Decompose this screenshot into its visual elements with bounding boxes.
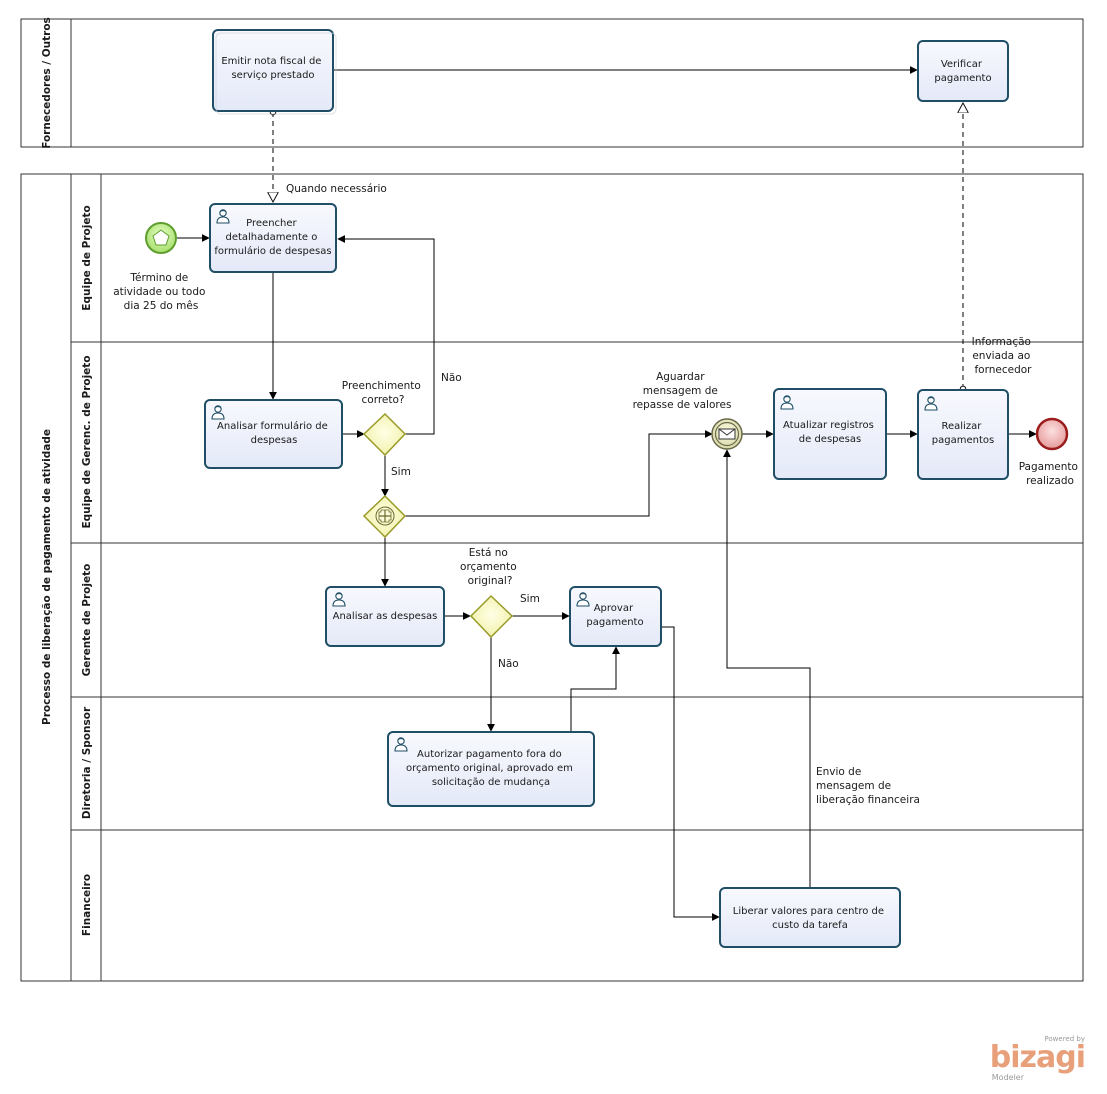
task-atualizar-registros[interactable]: Atualizar registros de despesas xyxy=(773,388,887,480)
flow-label-sim-2: Sim xyxy=(520,593,540,605)
gateway-orcamento-original[interactable] xyxy=(469,594,514,639)
task-analisar-formulario[interactable]: Analisar formulário de despesas xyxy=(204,399,343,469)
flow-label-nao-1: Não xyxy=(441,372,462,384)
task-autorizar-line3: solicitação de mudança xyxy=(432,777,550,788)
gateway-preenchimento-label: Preenchimento correto? xyxy=(342,380,424,406)
task-realizar-pagamentos[interactable]: Realizar pagamentos xyxy=(917,389,1009,480)
flow-parallel-message xyxy=(405,430,713,517)
svg-text:Realizar pagamentos: Realizar pagamentos xyxy=(932,421,994,446)
end-event[interactable] xyxy=(1035,417,1069,451)
task-atualizar-line1: Atualizar registros xyxy=(783,420,874,431)
flow-label-quando-necessario: Quando necessário xyxy=(286,183,387,195)
lane-financeiro: Financeiro xyxy=(81,874,93,936)
message-event-label: Aguardar mensagem de repasse de valores xyxy=(633,371,732,411)
svg-text:Preencher detalhadamente: Preencher detalhadamente o formulário de… xyxy=(214,218,331,257)
task-liberar-line1: Liberar valores para centro de xyxy=(733,906,884,917)
message-catch-event[interactable] xyxy=(711,418,743,450)
plus-icon xyxy=(378,509,392,523)
task-liberar-valores[interactable]: Liberar valores para centro de custo da … xyxy=(719,887,901,948)
lane-equipe-projeto: Equipe de Projeto xyxy=(81,205,93,310)
lane-diretoria: Diretoria / Sponsor xyxy=(81,706,93,819)
svg-text:Aprovar pagamento: Aprovar pagamento xyxy=(586,603,643,628)
flow-nao-preencher xyxy=(337,235,435,435)
task-realizar-line1: Realizar xyxy=(941,421,982,432)
task-analisar-desp-line1: Analisar as despesas xyxy=(333,611,438,622)
pool-fornecedores-label: Fornecedores / Outros xyxy=(41,17,53,149)
watermark-product: Modeler xyxy=(991,1073,1024,1082)
task-aprovar-line2: pagamento xyxy=(586,617,643,628)
task-aprovar-line1: Aprovar xyxy=(594,603,634,614)
task-verificar-pagamento[interactable]: Verificar pagamento xyxy=(917,40,1009,102)
flow-label-informacao: Informação enviada ao fornecedor xyxy=(972,336,1035,376)
task-liberar-line2: custo da tarefa xyxy=(772,920,848,931)
task-emitir-line1: Emitir nota fiscal de xyxy=(221,56,321,67)
flow-autorizar-aprovar xyxy=(570,646,620,731)
task-analisar-form-line1: Analisar formulário de xyxy=(217,420,328,432)
flow-label-envio: Envio de mensagem de liberação financeir… xyxy=(816,766,920,806)
lane-gerente-projeto: Gerente de Projeto xyxy=(81,564,93,677)
task-aprovar-pagamento[interactable]: Aprovar pagamento xyxy=(569,586,662,647)
task-realizar-line2: pagamentos xyxy=(932,435,994,446)
gateway-preenchimento-correto[interactable] xyxy=(362,412,407,457)
task-preencher-line1: Preencher xyxy=(246,218,297,229)
task-analisar-despesas[interactable]: Analisar as despesas xyxy=(325,586,445,647)
svg-text:Liberar valores para centro de: Liberar valores para centro de custo da … xyxy=(733,906,887,931)
task-preencher-line3: formulário de despesas xyxy=(214,245,331,257)
pool-main-label: Processo de liberação de pagamento de at… xyxy=(41,429,53,725)
task-autorizar-line2: orçamento original, aprovado em xyxy=(406,763,573,774)
task-preencher-line2: detalhadamente o xyxy=(225,232,317,243)
svg-text:Atualizar registros de d: Atualizar registros de despesas xyxy=(783,420,877,445)
task-verificar-line2: pagamento xyxy=(934,73,991,84)
task-autorizar-line1: Autorizar pagamento fora do xyxy=(417,749,562,760)
pentagon-icon xyxy=(152,229,170,246)
start-event-label: Término de atividade ou todo dia 25 do m… xyxy=(113,272,209,312)
svg-text:Emitir nota fiscal de se: Emitir nota fiscal de serviço prestado xyxy=(221,56,324,81)
envelope-icon xyxy=(718,428,736,440)
pool-fornecedores: Fornecedores / Outros xyxy=(20,17,1084,149)
task-atualizar-line2: de despesas xyxy=(799,434,861,445)
svg-text:Analisar as despesas: Analisar as despesas xyxy=(333,611,438,622)
svg-text:Autorizar pagamento fora do: Autorizar pagamento fora do orçamento or… xyxy=(406,749,576,788)
lane-equipe-gerenc: Equipe de Gerenc. de Projeto xyxy=(81,355,93,528)
task-emitir-line2: serviço prestado xyxy=(231,70,314,81)
svg-text:Verificar pagamento: Verificar pagamento xyxy=(934,59,991,84)
gateway-orcamento-label: Está no orçamento original? xyxy=(460,547,520,587)
task-emitir-nota[interactable]: Emitir nota fiscal de serviço prestado xyxy=(212,29,337,115)
pool-main: Processo de liberação de pagamento de at… xyxy=(20,173,1084,982)
task-verificar-line1: Verificar xyxy=(941,59,983,70)
sequence-flows xyxy=(177,66,1037,921)
message-flows xyxy=(273,103,963,389)
watermark-brand: bizagi xyxy=(989,1040,1086,1075)
svg-text:Analisar formulário de d: Analisar formulário de despesas xyxy=(217,420,331,446)
start-event[interactable] xyxy=(145,222,177,254)
end-event-label: Pagamento realizado xyxy=(1019,461,1082,487)
flow-liberar-message xyxy=(723,449,811,888)
watermark-powered: Powered by xyxy=(1044,1035,1085,1043)
flow-label-sim-1: Sim xyxy=(391,466,411,478)
parallel-gateway[interactable] xyxy=(362,494,407,539)
task-analisar-form-line2: despesas xyxy=(251,435,298,446)
flow-aprovar-liberar xyxy=(661,626,720,921)
bizagi-watermark: Powered by bizagi Modeler xyxy=(989,1035,1086,1082)
flow-label-nao-2: Não xyxy=(498,658,519,670)
task-preencher-formulario[interactable]: Preencher detalhadamente o formulário de… xyxy=(209,203,337,273)
task-autorizar-pagamento[interactable]: Autorizar pagamento fora do orçamento or… xyxy=(387,731,595,807)
